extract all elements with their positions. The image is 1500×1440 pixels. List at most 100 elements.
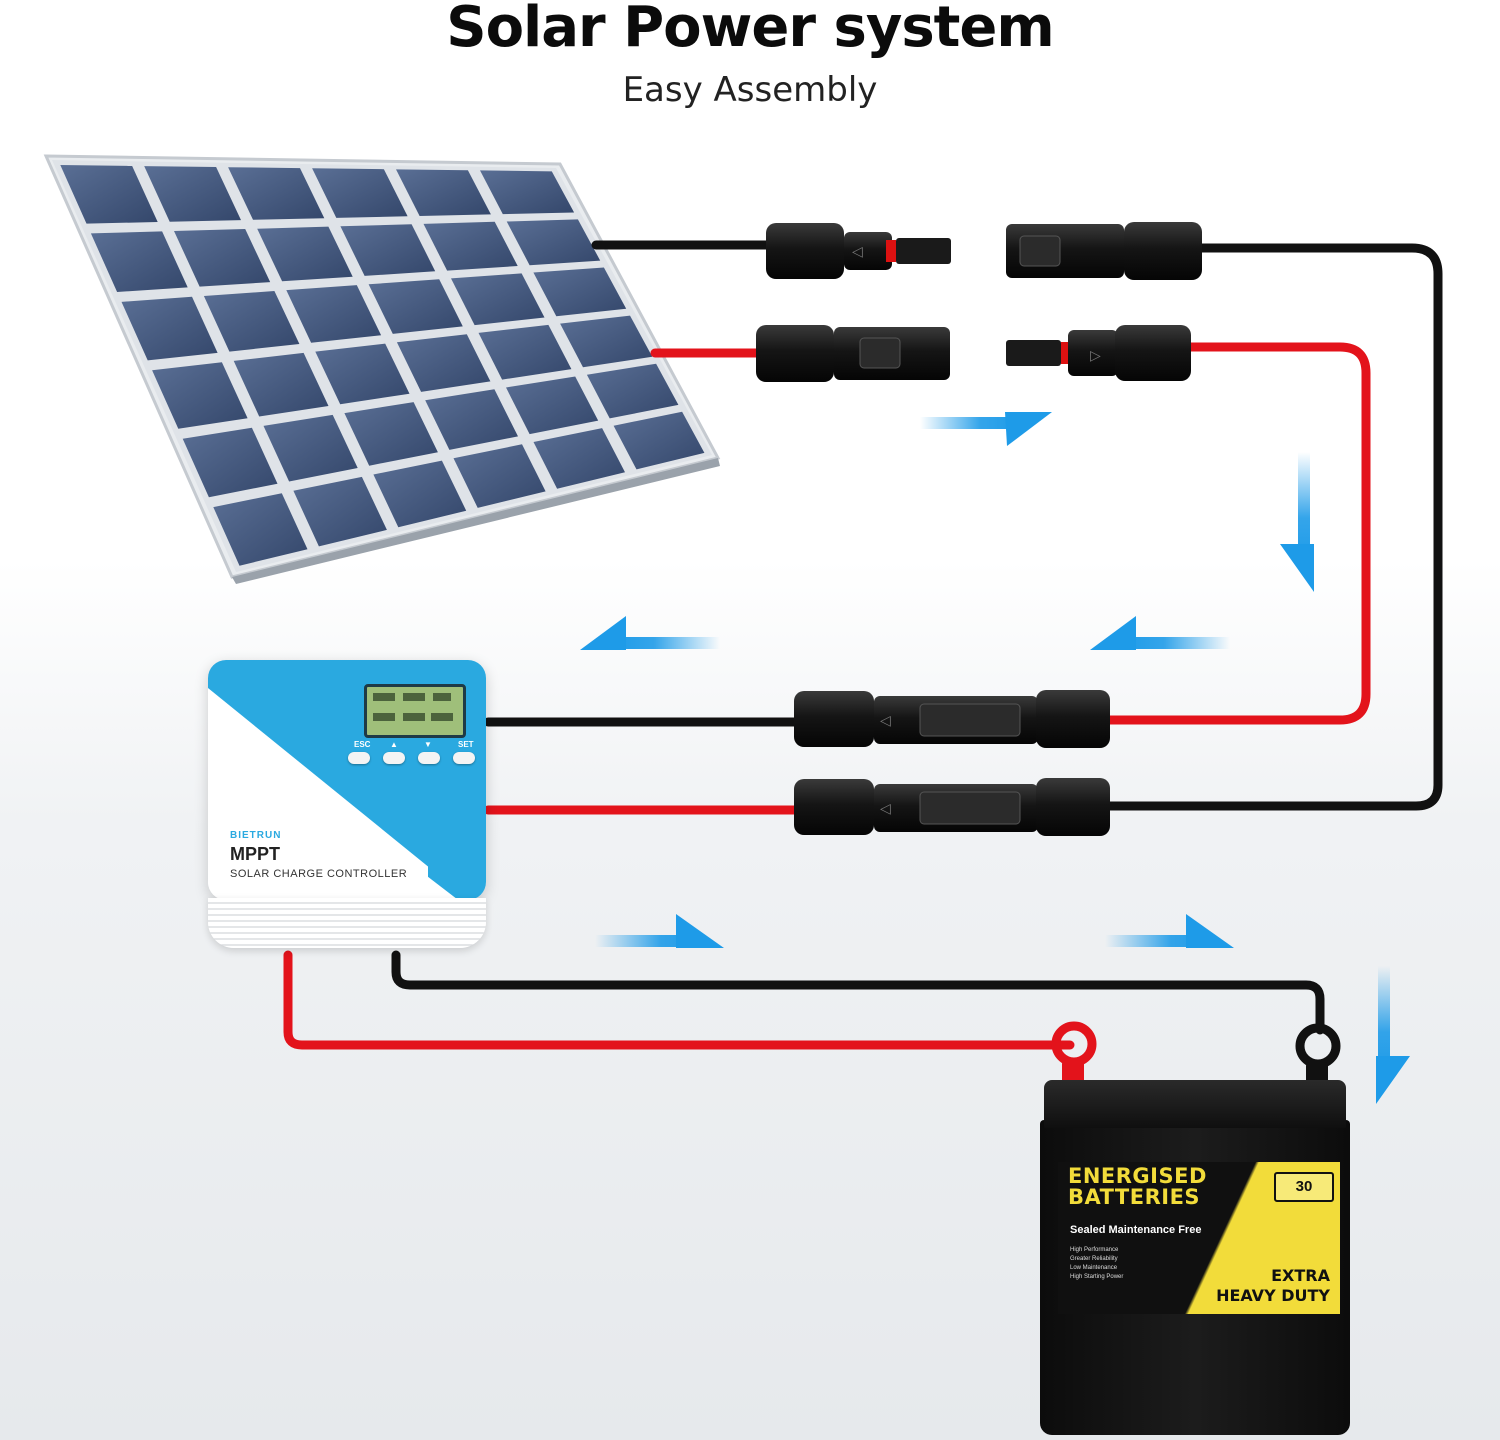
solar-cell <box>368 279 463 334</box>
battery-brand-line1: ENERGISED <box>1068 1164 1207 1188</box>
solar-cell <box>286 285 382 343</box>
solar-cell <box>586 363 679 419</box>
solar-cell <box>480 170 575 215</box>
battery-feature: High Starting Power <box>1070 1274 1124 1280</box>
solar-cell <box>60 165 158 224</box>
badge-line1: EXTRA <box>1271 1266 1330 1285</box>
solar-cell <box>344 402 438 466</box>
flow-arrows <box>580 412 1410 1104</box>
solar-cell <box>121 296 218 361</box>
solar-cell <box>144 166 241 222</box>
mc4-connector-mid-right-male: ▷ <box>1006 325 1191 381</box>
solar-cell <box>506 376 599 435</box>
positive-ring-terminal <box>1051 1021 1097 1084</box>
negative-wire-return <box>1103 243 1443 811</box>
solar-cell-grid <box>60 165 705 566</box>
esc-label: ESC <box>354 740 371 749</box>
solar-cell <box>182 427 278 498</box>
solar-cell <box>453 444 546 508</box>
controller-model: MPPT <box>230 844 281 864</box>
battery-feature: High Performance <box>1070 1247 1119 1253</box>
mc4-connector-lower-2: ◁ <box>794 778 1110 836</box>
solar-cell <box>340 224 436 276</box>
battery-feature: Low Maintenance <box>1070 1265 1118 1271</box>
lcd-display <box>364 684 466 738</box>
svg-text:◁: ◁ <box>852 244 863 260</box>
battery-feature: Greater Reliability <box>1070 1256 1118 1262</box>
down-label: ▼ <box>424 740 432 749</box>
battery-feature-list: High Performance Greater Reliability Low… <box>1070 1246 1123 1282</box>
battery-lid <box>1044 1080 1346 1128</box>
negative-ring-terminal <box>1295 1023 1341 1086</box>
solar-cell <box>478 324 572 380</box>
page-subtitle: Easy Assembly <box>622 70 878 110</box>
heavy-duty-badge: EXTRA HEAVY DUTY <box>1216 1266 1330 1306</box>
flow-arrow-left-2 <box>580 616 720 650</box>
positive-wire-battery <box>283 950 1075 1050</box>
solar-cell <box>312 168 408 218</box>
solar-cell <box>396 334 491 392</box>
esc-button[interactable] <box>348 752 370 764</box>
lcd-segment <box>431 713 453 721</box>
flow-arrow-right-3 <box>1105 914 1234 948</box>
solar-cell <box>560 315 653 368</box>
negative-wire-battery <box>391 950 1325 1035</box>
solar-cell <box>423 221 518 271</box>
solar-panel <box>43 154 721 584</box>
svg-text:◁: ◁ <box>880 713 891 729</box>
solar-cell <box>228 167 325 220</box>
solar-cell <box>174 229 271 287</box>
svg-text:▷: ▷ <box>1090 348 1101 364</box>
page-title: Solar Power system <box>446 0 1055 60</box>
battery-label: ENERGISED BATTERIES 30 Sealed Maintenanc… <box>1058 1162 1340 1314</box>
solar-cell <box>90 231 188 292</box>
battery-brand: ENERGISED BATTERIES <box>1068 1166 1248 1208</box>
mc4-connector-mid-left-female <box>756 325 950 382</box>
mc4-connector-top-left-male: ◁ <box>766 223 951 279</box>
solar-cell <box>613 411 705 470</box>
solar-cell <box>203 291 300 352</box>
solar-cell <box>533 267 627 317</box>
lcd-segment <box>373 693 395 701</box>
solar-cell <box>315 343 410 405</box>
controller-heatsink <box>208 898 486 948</box>
solar-cell <box>533 428 625 489</box>
flow-arrow-down-2 <box>1376 966 1410 1104</box>
lcd-segment <box>433 693 451 701</box>
lcd-segment <box>373 713 395 721</box>
mc4-connector-top-right-female <box>1006 222 1202 280</box>
charge-controller: ESC ▲ ▼ SET BIETRUN MPPT SOLAR CHARGE CO… <box>208 660 488 950</box>
wires <box>283 240 1443 1050</box>
set-button[interactable] <box>453 752 475 764</box>
solar-cell <box>451 273 545 326</box>
battery-tagline: Sealed Maintenance Free <box>1070 1224 1202 1236</box>
solar-cell <box>396 169 491 216</box>
warranty-badge: 30 <box>1274 1172 1334 1202</box>
solar-cell <box>213 493 308 566</box>
up-button[interactable] <box>383 752 405 764</box>
solar-cell <box>373 460 467 528</box>
flow-arrow-right-1 <box>920 412 1052 446</box>
set-label: SET <box>458 740 474 749</box>
solar-cell <box>263 414 358 482</box>
solar-cell <box>425 389 518 450</box>
solar-cell <box>257 226 353 282</box>
lcd-segment <box>403 713 425 721</box>
controller-brand: BIETRUN <box>230 830 282 841</box>
flow-arrow-down-1 <box>1280 452 1314 592</box>
svg-text:◁: ◁ <box>880 801 891 817</box>
solar-cell <box>152 362 248 429</box>
badge-line2: HEAVY DUTY <box>1216 1286 1330 1305</box>
controller-description: SOLAR CHARGE CONTROLLER <box>230 868 408 880</box>
flow-arrow-right-2 <box>595 914 724 948</box>
up-label: ▲ <box>390 740 398 749</box>
solar-cell <box>506 219 601 266</box>
mc4-connector-lower-1: ◁ <box>794 690 1110 748</box>
battery-brand-line2: BATTERIES <box>1068 1185 1201 1209</box>
solar-cell <box>233 352 329 417</box>
down-button[interactable] <box>418 752 440 764</box>
lcd-segment <box>403 693 425 701</box>
controller-housing: ESC ▲ ▼ SET BIETRUN MPPT SOLAR CHARGE CO… <box>208 660 486 900</box>
positive-wire-return <box>1103 342 1371 725</box>
